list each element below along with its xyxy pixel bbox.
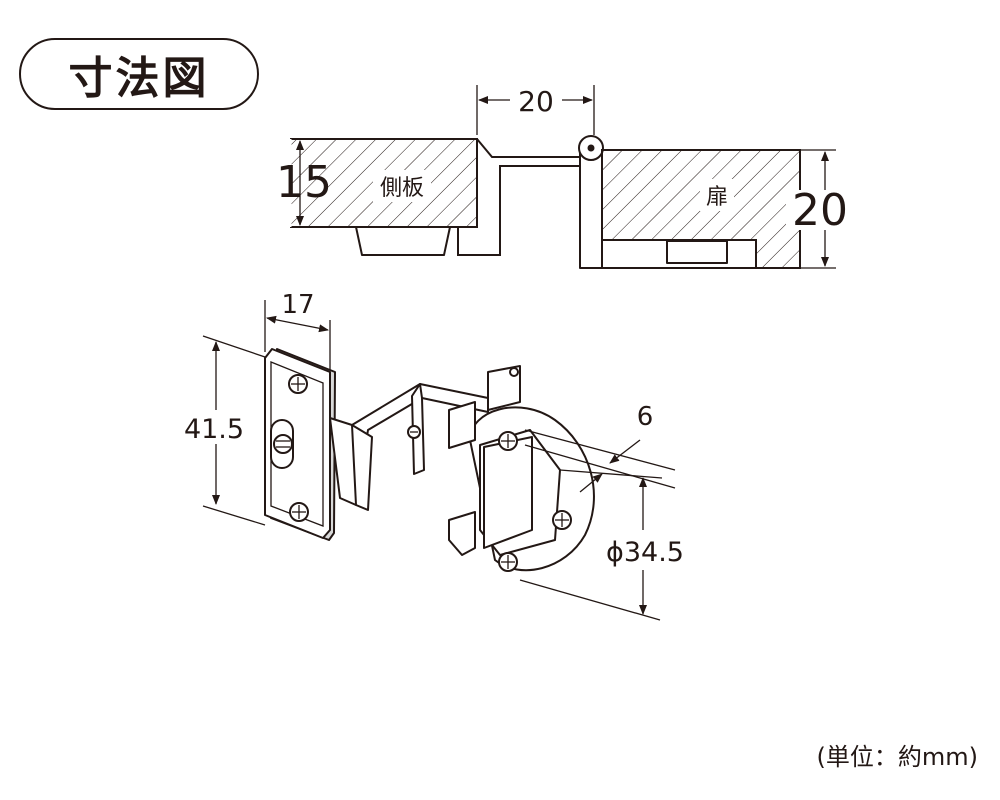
adjustment-slot-icon bbox=[270, 419, 294, 469]
hinge-knuckle bbox=[578, 135, 604, 269]
page-title: 寸法図 bbox=[68, 53, 210, 104]
hinge-arm-section bbox=[457, 138, 580, 256]
dim-gap-label: 20 bbox=[518, 85, 554, 118]
hinge-isometric-view: 17 41.5 6 ϕ34.5 bbox=[176, 290, 692, 621]
title-badge: 寸法図 bbox=[19, 38, 259, 110]
screw-icon bbox=[552, 510, 572, 530]
dim-width-label: 17 bbox=[281, 290, 314, 320]
door-cup bbox=[666, 240, 728, 264]
screw-icon bbox=[498, 431, 518, 451]
dim-door-thickness-label: 20 bbox=[792, 185, 848, 236]
screw-icon bbox=[288, 374, 308, 394]
door-label: 扉 bbox=[706, 185, 728, 210]
top-section-view: 20 15 側板 扉 20 bbox=[276, 85, 856, 269]
screw-icon bbox=[407, 425, 421, 439]
dim-offset-label: 6 bbox=[637, 402, 654, 432]
screw-icon bbox=[498, 552, 518, 572]
unit-note: (単位：約mm) bbox=[816, 743, 978, 771]
mounting-plate bbox=[355, 226, 451, 256]
dim-height-label: 41.5 bbox=[184, 414, 244, 445]
dim-diameter-label: ϕ34.5 bbox=[606, 537, 684, 568]
side-panel-label: 側板 bbox=[380, 176, 424, 201]
screw-icon bbox=[289, 502, 309, 522]
hinge-mounting-plate bbox=[264, 348, 331, 539]
dim-side-thickness-label: 15 bbox=[276, 157, 332, 208]
